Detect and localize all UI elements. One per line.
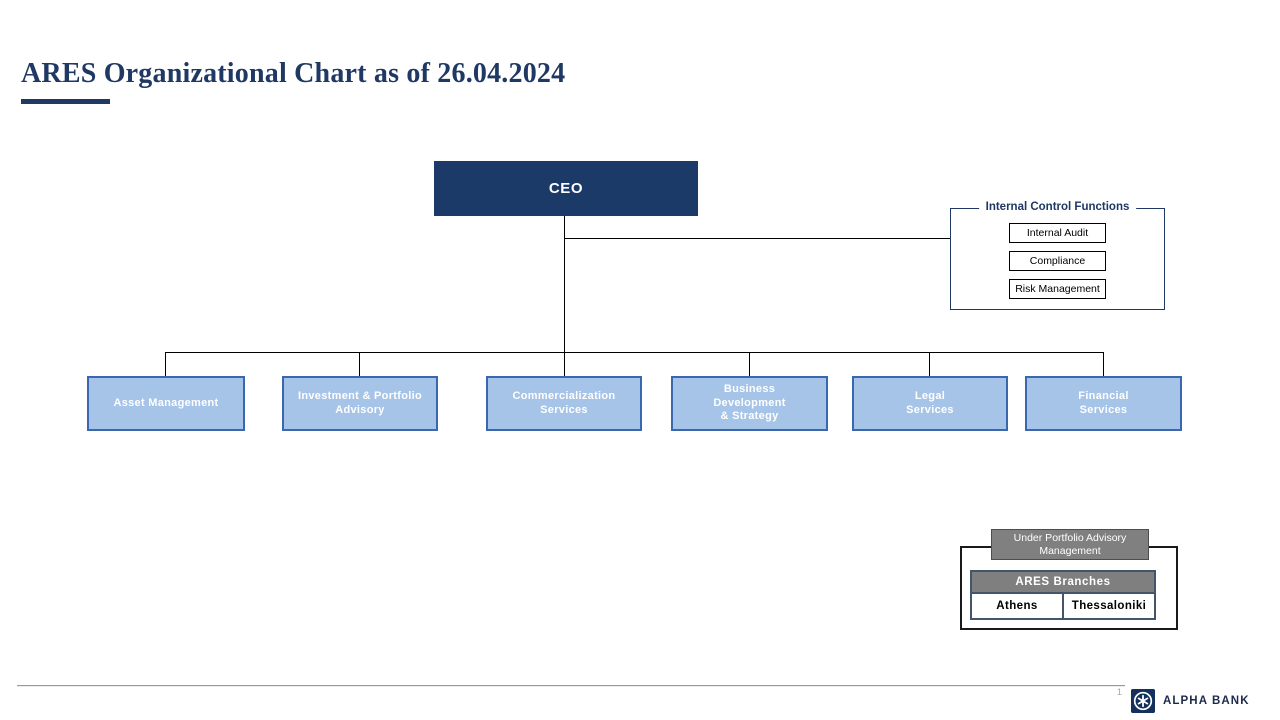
branch-cell-thessaloniki: Thessaloniki [1062, 592, 1156, 620]
ceo-box: CEO [434, 161, 698, 216]
internal-control-title: Internal Control Functions [978, 201, 1137, 213]
department-box-commercialization: Commercialization Services [486, 376, 642, 431]
annotation-box: Under Portfolio Advisory Management [991, 529, 1149, 560]
branches-header: ARES Branches [970, 570, 1156, 594]
department-box-business-development: Business Development & Strategy [671, 376, 828, 431]
connector-drop-legal-services [929, 352, 930, 376]
department-box-asset-management: Asset Management [87, 376, 245, 431]
connector-ceo-vertical [564, 216, 565, 376]
branch-cell-athens: Athens [970, 592, 1064, 620]
department-box-financial-services: Financial Services [1025, 376, 1182, 431]
internal-control-group: Internal Control Functions Internal Audi… [950, 201, 1165, 310]
internal-control-item-internal-audit: Internal Audit [1009, 223, 1106, 243]
page-number: 1 [1116, 687, 1122, 698]
internal-control-item-compliance: Compliance [1009, 251, 1106, 271]
alpha-bank-logo-icon [1131, 689, 1155, 713]
department-box-investment-advisory: Investment & Portfolio Advisory [282, 376, 438, 431]
connector-drop-financial-services [1103, 352, 1104, 376]
connector-drop-asset-management [165, 352, 166, 376]
internal-control-item-risk-management: Risk Management [1009, 279, 1106, 299]
internal-control-items: Internal Audit Compliance Risk Managemen… [951, 223, 1164, 299]
ceo-label: CEO [548, 180, 584, 197]
branches-row: Athens Thessaloniki [970, 592, 1156, 620]
connector-to-internal-control [564, 238, 950, 239]
connector-drop-investment-advisory [359, 352, 360, 376]
page-title: ARES Organizational Chart as of 26.04.20… [21, 58, 566, 89]
connector-departments-horizontal [166, 352, 1104, 353]
branches-table: ARES Branches Athens Thessaloniki [970, 570, 1156, 620]
connector-drop-business-development [749, 352, 750, 376]
brand-name: ALPHA BANK [1163, 695, 1250, 707]
department-box-legal-services: Legal Services [852, 376, 1008, 431]
title-underline [21, 99, 110, 104]
footer-divider [17, 685, 1125, 687]
alpha-bank-logo: ALPHA BANK [1131, 689, 1250, 713]
